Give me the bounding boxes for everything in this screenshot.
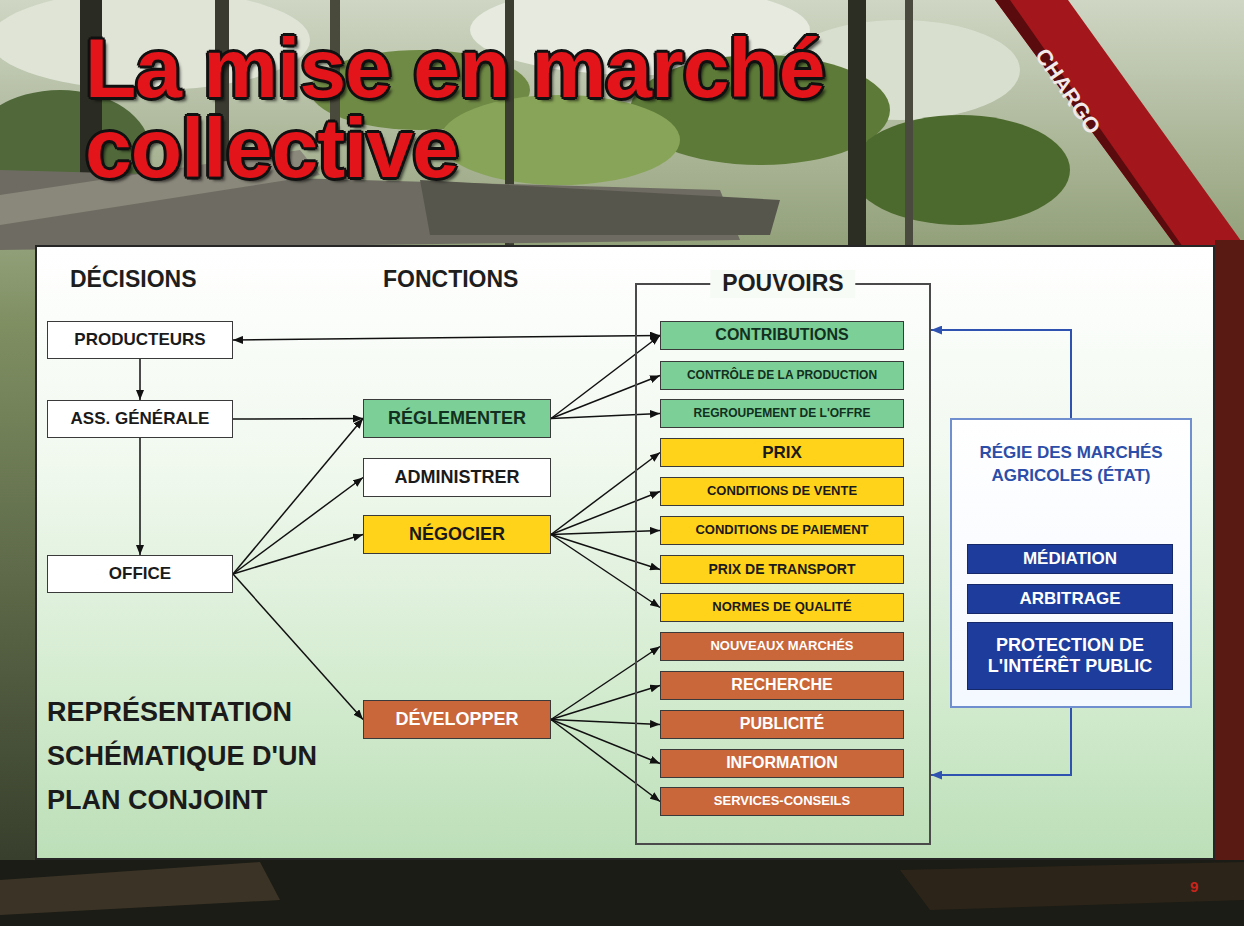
box-label: PUBLICITÉ [740, 715, 824, 733]
box-label: CONTRIBUTIONS [715, 326, 848, 344]
box-label: RECHERCHE [731, 676, 832, 694]
connector [551, 535, 660, 608]
column-header: FONCTIONS [383, 266, 518, 294]
process-box: REGROUPEMENT DE L'OFFRE [660, 399, 904, 428]
process-box: OFFICE [47, 555, 233, 593]
process-box: CONDITIONS DE VENTE [660, 477, 904, 506]
process-box: ASS. GÉNÉRALE [47, 400, 233, 438]
connector [551, 336, 660, 419]
box-label: PRIX DE TRANSPORT [708, 561, 855, 577]
box-label: CONDITIONS DE PAIEMENT [695, 523, 868, 538]
column-header: DÉCISIONS [70, 266, 197, 294]
box-label: MÉDIATION [1023, 549, 1117, 569]
box-label: CONTRÔLE DE LA PRODUCTION [687, 369, 877, 383]
connector [931, 708, 1071, 775]
process-box: NÉGOCIER [363, 515, 551, 554]
connector [551, 414, 660, 419]
connector [551, 720, 660, 802]
process-box: PRODUCTEURS [47, 321, 233, 359]
box-heading: POUVOIRS [710, 270, 855, 298]
connector [551, 492, 660, 535]
connector [139, 438, 141, 555]
connector [551, 376, 660, 419]
connector [551, 535, 660, 570]
process-box: ADMINISTRER [363, 458, 551, 497]
box-label: PROTECTION DE L'INTÉRÊT PUBLIC [973, 635, 1167, 676]
box-label: REGROUPEMENT DE L'OFFRE [694, 407, 871, 421]
process-box: PRIX DE TRANSPORT [660, 555, 904, 584]
connector [551, 686, 660, 720]
process-box: MÉDIATION [967, 544, 1173, 574]
connector [233, 535, 363, 575]
page-number: 9 [1190, 878, 1198, 896]
connector [551, 720, 660, 725]
box-label: NORMES DE QUALITÉ [712, 600, 851, 615]
box-label: NÉGOCIER [409, 524, 505, 545]
box-label: PRODUCTEURS [74, 330, 205, 350]
connector [233, 478, 363, 575]
box-label: PRIX [762, 443, 802, 463]
diagram-caption: REPRÉSENTATION SCHÉMATIQUE D'UN PLAN CON… [47, 690, 347, 822]
box-label: OFFICE [109, 564, 171, 584]
connector [139, 359, 141, 400]
process-box: CONDITIONS DE PAIEMENT [660, 516, 904, 545]
connector [931, 330, 1071, 418]
box-label: CONDITIONS DE VENTE [707, 484, 857, 499]
box-label: INFORMATION [726, 754, 838, 772]
process-box: INFORMATION [660, 749, 904, 778]
powers-frame: POUVOIRSCONTRIBUTIONSCONTRÔLE DE LA PROD… [635, 283, 931, 845]
slide-title: La mise en marché collective [85, 28, 905, 188]
connector [551, 531, 660, 535]
process-box: ARBITRAGE [967, 584, 1173, 614]
process-box: NOUVEAUX MARCHÉS [660, 632, 904, 661]
process-box: CONTRIBUTIONS [660, 321, 904, 350]
process-box: RECHERCHE [660, 671, 904, 700]
box-label: RÉGLEMENTER [388, 408, 526, 429]
process-box: PROTECTION DE L'INTÉRÊT PUBLIC [967, 622, 1173, 690]
box-heading: RÉGIE DES MARCHÉS AGRICOLES (ÉTAT) [962, 442, 1180, 488]
authority-box: RÉGIE DES MARCHÉS AGRICOLES (ÉTAT) MÉDIAT… [950, 418, 1192, 708]
connector [551, 453, 660, 535]
box-label: ARBITRAGE [1019, 589, 1120, 609]
connector [551, 647, 660, 720]
process-box: PRIX [660, 438, 904, 467]
process-box: PUBLICITÉ [660, 710, 904, 739]
process-box: SERVICES-CONSEILS [660, 787, 904, 816]
box-label: DÉVELOPPER [395, 709, 518, 730]
box-label: ADMINISTRER [395, 467, 520, 488]
connector [233, 336, 660, 341]
process-box: NORMES DE QUALITÉ [660, 593, 904, 622]
connector [233, 418, 363, 420]
box-label: SERVICES-CONSEILS [714, 794, 850, 809]
process-box: RÉGLEMENTER [363, 399, 551, 438]
connector [233, 419, 363, 575]
box-label: NOUVEAUX MARCHÉS [710, 639, 853, 654]
box-label: ASS. GÉNÉRALE [71, 409, 210, 429]
process-box: DÉVELOPPER [363, 700, 551, 739]
process-box: CONTRÔLE DE LA PRODUCTION [660, 361, 904, 390]
connector [551, 720, 660, 764]
